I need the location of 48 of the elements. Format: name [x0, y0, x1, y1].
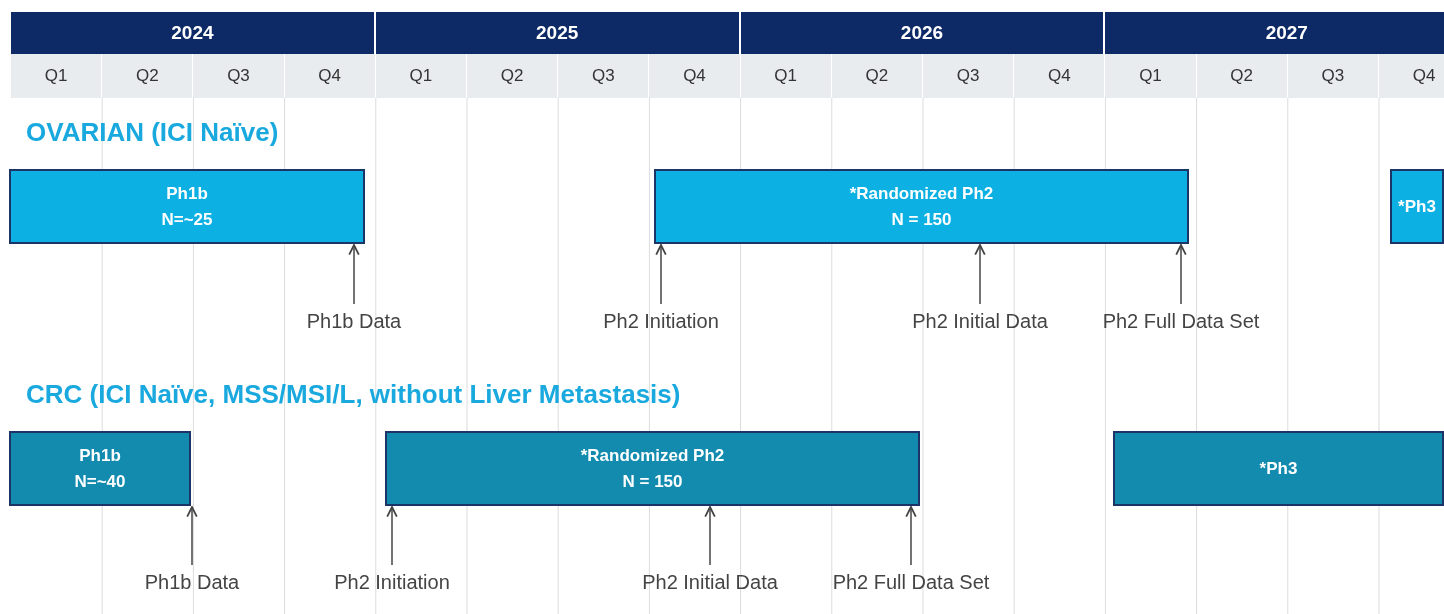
- quarter-header: Q3: [1287, 54, 1379, 98]
- bar-title: *Ph3: [1398, 195, 1436, 218]
- phase-bar: [1390, 169, 1444, 244]
- quarter-header: Q2: [831, 54, 923, 98]
- arrow: [1175, 244, 1187, 305]
- arrow: [655, 244, 667, 305]
- quarter-header: Q1: [740, 54, 832, 98]
- year-header: 2024: [11, 12, 376, 54]
- arrow: [348, 244, 360, 305]
- quarter-header: Q4: [1014, 54, 1106, 98]
- bar-title: Ph1b: [166, 182, 208, 205]
- milestone-label: Ph1b Data: [244, 308, 464, 334]
- quarter-header: Q2: [102, 54, 194, 98]
- section-heading: OVARIAN (ICI Naïve): [26, 117, 279, 149]
- quarter-header: Q3: [193, 54, 285, 98]
- bar-title: *Randomized Ph2: [849, 182, 994, 205]
- quarter-header: Q2: [1196, 54, 1288, 98]
- bar-title: *Randomized Ph2: [580, 444, 725, 467]
- year-header: 2027: [1105, 12, 1444, 54]
- quarter-header: Q3: [923, 54, 1015, 98]
- quarter-header: Q1: [375, 54, 467, 98]
- phase-bar: [9, 431, 191, 506]
- quarter-header: Q2: [467, 54, 559, 98]
- year-header: 2025: [375, 12, 741, 54]
- bar-subtitle: N=~40: [74, 470, 126, 493]
- bar-subtitle: N=~25: [161, 208, 213, 231]
- arrow: [905, 506, 917, 566]
- arrow: [386, 506, 398, 566]
- arrow: [704, 506, 716, 566]
- bar-subtitle: N = 150: [891, 208, 952, 231]
- quarter-header: Q3: [558, 54, 650, 98]
- phase-bar: [9, 169, 365, 244]
- quarter-header: Q4: [284, 54, 376, 98]
- bar-subtitle: N = 150: [622, 470, 683, 493]
- quarter-header: Q4: [1379, 54, 1444, 98]
- bar-title: Ph1b: [79, 444, 121, 467]
- arrow: [974, 244, 986, 305]
- milestone-label: Ph2 Initiation: [551, 308, 771, 334]
- year-header: 2026: [740, 12, 1106, 54]
- phase-bar: [385, 431, 920, 506]
- bar-title: *Ph3: [1259, 457, 1298, 480]
- quarter-header: Q1: [1105, 54, 1197, 98]
- quarter-header: Q1: [11, 54, 103, 98]
- arrow: [186, 506, 198, 566]
- section-heading: CRC (ICI Naïve, MSS/MSI/L, without Liver Metastasis): [26, 379, 681, 411]
- quarter-header: Q4: [649, 54, 741, 98]
- phase-bar: [1113, 431, 1444, 506]
- phase-bar: [654, 169, 1189, 244]
